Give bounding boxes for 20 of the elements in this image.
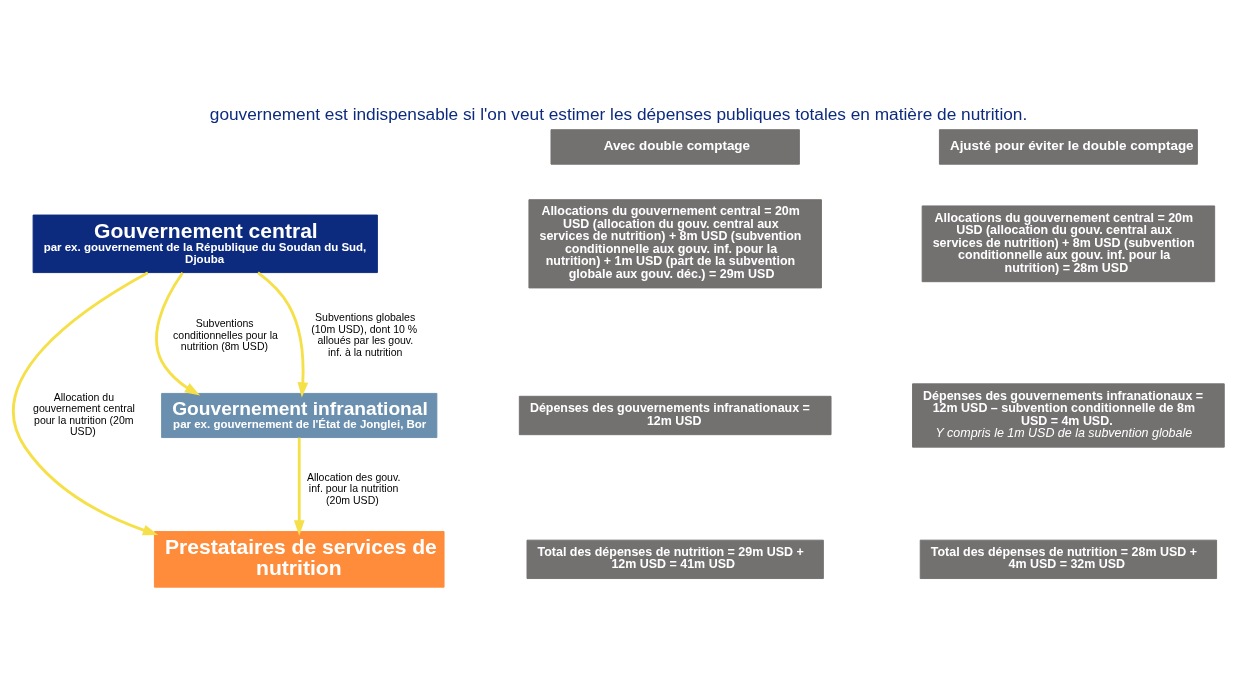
arrow <box>293 437 305 536</box>
edge-label: Allocation des gouv. inf. pour la nutrition (20m USD) <box>306 470 401 506</box>
arrow <box>155 271 201 396</box>
edge-label: Subventions conditionnelles pour la nutrition (8m USD) <box>173 317 278 353</box>
node-box: Dépenses des gouvernements infranationaux = 12m USD – subvention conditionnelle de 8m USD = 4m USD. Y compris le 1m USD de la subvention globale <box>912 383 1225 448</box>
node-box: Ajusté pour éviter le double comptage <box>938 129 1198 165</box>
edge-label: Allocation du gouvernement central pour la nutrition (20m USD) <box>33 390 135 438</box>
diagram-title: gouvernement est indispensable si l'on veut estimer les dépenses publiques totales en matière de nutrition. <box>209 104 1028 125</box>
node-box: Gouvernement infranational par ex. gouvernement de l'État de Jonglei, Bor <box>161 392 438 439</box>
node-box: Dépenses des gouvernements infranationaux = 12m USD <box>518 395 832 436</box>
arrow <box>257 271 309 398</box>
node-box: Total des dépenses de nutrition = 29m USD + 12m USD = 41m USD <box>526 539 824 579</box>
node-box: Total des dépenses de nutrition = 28m USD + 4m USD = 32m USD <box>919 539 1218 579</box>
edge-label: Subventions globales (10m USD), dont 10 % alloués par les gouv. inf. à la nutrition <box>311 311 418 358</box>
node-box: Prestataires de services de nutrition <box>153 531 445 588</box>
node-box: Gouvernement central par ex. gouvernement de la République du Soudan du Sud, Djouba <box>32 214 378 274</box>
arrow <box>12 271 159 536</box>
node-box: Allocations du gouvernement central = 20m USD (allocation du gouv. central aux services de nutrition) + 8m USD (subvention conditionnelle aux gouv. inf. pour la nutrition) + 1m USD (part de la subvention globale aux gouv. déc.) = 29m USD <box>528 199 822 289</box>
node-box: Avec double comptage <box>550 129 800 165</box>
node-box: Allocations du gouvernement central = 20m USD (allocation du gouv. central aux services de nutrition) + 8m USD (subvention conditionnelle aux gouv. inf. pour la nutrition) = 28m USD <box>921 205 1216 283</box>
